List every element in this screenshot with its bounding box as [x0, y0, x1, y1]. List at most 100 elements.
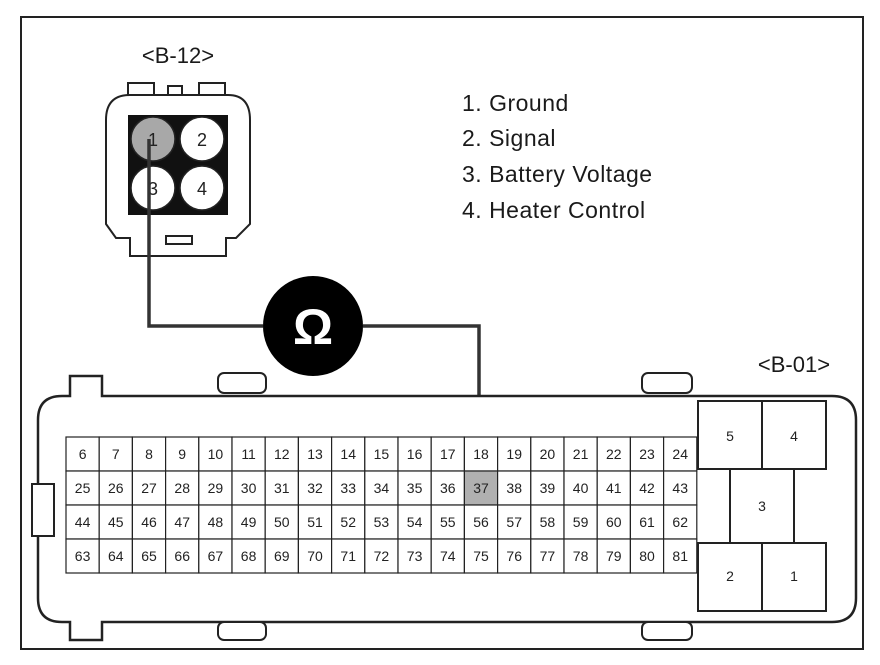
b01-pin-label: 18: [473, 446, 489, 462]
b01-pin-label: 65: [141, 548, 157, 564]
legend-item: 1. Ground: [462, 90, 569, 116]
b01-pin-label: 27: [141, 480, 157, 496]
b01-pin-label: 10: [208, 446, 224, 462]
big-pin-label: 1: [790, 568, 798, 584]
b01-pin-label: 30: [241, 480, 257, 496]
b01-pin-label: 22: [606, 446, 622, 462]
b01-pin-cell: [297, 470, 333, 506]
b01-pin-label: 72: [374, 548, 390, 564]
b01-pin-label: 6: [79, 446, 87, 462]
b12-pin-3: [130, 165, 176, 211]
b01-pin-label: 57: [506, 514, 522, 530]
ohmmeter-body: [263, 276, 363, 376]
b01-pin-cell: [65, 436, 100, 472]
b01-pin-label: 77: [540, 548, 556, 564]
b01-pin-label: 50: [274, 514, 290, 530]
b01-pin-label: 69: [274, 548, 290, 564]
b01-pin-cell: [231, 538, 266, 574]
b12-pin-label: 1: [148, 130, 158, 150]
b12-pin-label: 4: [197, 179, 207, 199]
b01-pin-label: 36: [440, 480, 456, 496]
big-pin-1: [761, 542, 827, 612]
b01-pin-cell: [331, 470, 366, 506]
b01-pin-label: 25: [75, 480, 91, 496]
tab: [641, 372, 693, 394]
b01-pin-label: 52: [340, 514, 356, 530]
b01-pin-label: 39: [540, 480, 556, 496]
b01-pin-label: 62: [672, 514, 688, 530]
big-pin-4: [761, 400, 827, 470]
b01-pin-cell: [264, 470, 300, 506]
b01-pin-label: 17: [440, 446, 456, 462]
b01-pin-label: 80: [639, 548, 655, 564]
b01-pin-label: 12: [274, 446, 290, 462]
b01-pin-label: 33: [340, 480, 356, 496]
big-pin-3: [729, 468, 795, 544]
b01-pin-cell: [131, 538, 167, 574]
b01-pin-label: 67: [208, 548, 224, 564]
b01-pin-cell: [264, 436, 300, 472]
b01-pin-label: 15: [374, 446, 390, 462]
b01-pin-cell: [397, 538, 432, 574]
b01-pin-label: 81: [672, 548, 688, 564]
b12-pin-label: 2: [197, 130, 207, 150]
b01-pin-label: 37: [473, 480, 489, 496]
b01-pin-cell: [198, 436, 233, 472]
ohm-symbol: Ω: [293, 299, 333, 355]
ohmmeter: Ω: [263, 276, 363, 376]
latch: [165, 235, 193, 245]
b01-pin-cell: [430, 436, 466, 472]
b01-pin-cell: [131, 504, 167, 540]
b12-pin-1: [130, 116, 176, 162]
b01-pin-label: 73: [407, 548, 423, 564]
b12-pin-4: [179, 165, 225, 211]
b01-pin-label: 28: [174, 480, 190, 496]
b01-pin-cell: [397, 504, 432, 540]
b01-pin-label: 26: [108, 480, 124, 496]
b01-pin-label: 31: [274, 480, 290, 496]
connector-b12-title: <B-12>: [142, 43, 214, 68]
b01-pin-label: 45: [108, 514, 124, 530]
b12-pin-2: [179, 116, 225, 162]
b01-pin-cell: [497, 504, 532, 540]
b01-pin-label: 24: [672, 446, 688, 462]
b01-pin-cell: [430, 538, 466, 574]
b01-pin-label: 60: [606, 514, 622, 530]
b01-pin-cell: [430, 504, 466, 540]
b01-pin-cell: [264, 504, 300, 540]
b01-pin-label: 29: [208, 480, 224, 496]
b01-pin-label: 59: [573, 514, 589, 530]
b01-pin-label: 75: [473, 548, 489, 564]
b01-pin-cell: [364, 436, 399, 472]
b01-pin-label: 43: [672, 480, 688, 496]
legend-item: 2. Signal: [462, 125, 556, 151]
b01-pin-cell: [65, 538, 100, 574]
b01-pin-cell: [397, 436, 432, 472]
b01-pin-label: 42: [639, 480, 655, 496]
big-pin-label: 2: [726, 568, 734, 584]
b01-pin-label: 32: [307, 480, 323, 496]
legend-item: 4. Heater Control: [462, 197, 646, 223]
b01-pin-label: 7: [112, 446, 120, 462]
b01-pin-cell: [563, 538, 598, 574]
big-pin-label: 4: [790, 428, 798, 444]
side-key: [31, 483, 55, 537]
b01-pin-label: 41: [606, 480, 622, 496]
b01-pin-cell: [596, 504, 632, 540]
diagram-frame: [20, 16, 864, 650]
b01-pin-label: 20: [540, 446, 556, 462]
b01-pin-cell: [131, 436, 167, 472]
b01-pin-label: 48: [208, 514, 224, 530]
b01-pin-label: 35: [407, 480, 423, 496]
b01-pin-label: 46: [141, 514, 157, 530]
b01-pin-cell: [65, 504, 100, 540]
b12-pin-label: 3: [148, 179, 158, 199]
b01-pin-cell: [331, 504, 366, 540]
connector-b01-title: <B-01>: [758, 352, 830, 377]
b01-pin-label: 53: [374, 514, 390, 530]
b01-pin-cell: [98, 504, 133, 540]
tab: [217, 621, 267, 641]
b01-pin-label: 56: [473, 514, 489, 530]
